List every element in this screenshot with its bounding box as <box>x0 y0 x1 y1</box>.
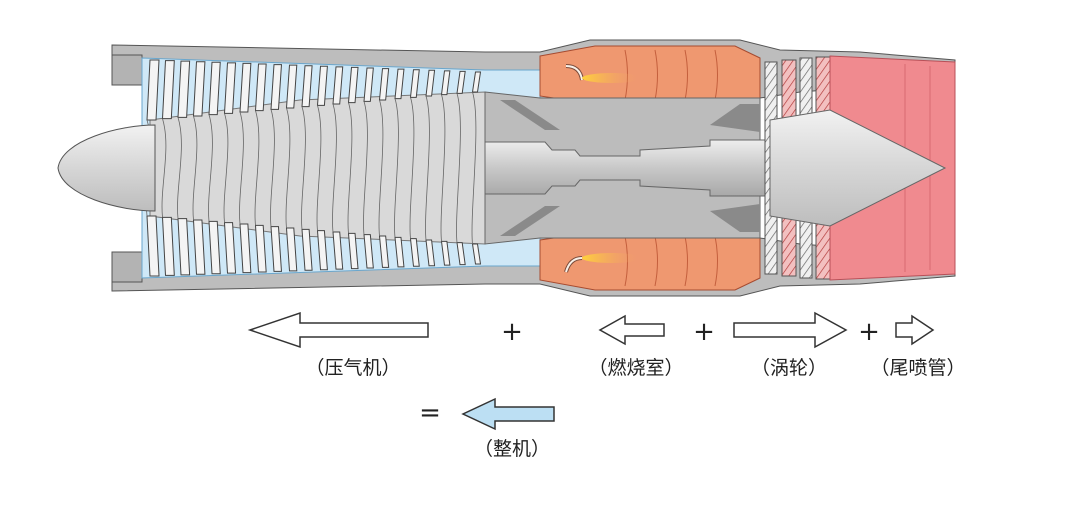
compressor-blade <box>223 62 237 114</box>
compressor-blade <box>161 60 175 120</box>
compressor-blade <box>192 61 206 117</box>
compressor-blade <box>301 65 313 108</box>
compressor-blade <box>394 68 405 100</box>
compressor-blades <box>146 59 482 277</box>
compressor-blade <box>177 218 191 276</box>
nose-cone <box>57 124 156 212</box>
compressor-blade <box>254 63 267 112</box>
nozzle-arrow <box>895 314 935 346</box>
compressor-blade <box>285 64 298 109</box>
compressor-disc-line <box>208 114 213 222</box>
compressor-disc-line <box>316 105 322 231</box>
combustor-top <box>539 45 761 105</box>
compressor-blade <box>347 232 359 270</box>
compressor-blade <box>425 69 436 97</box>
compressor-blade <box>363 234 374 269</box>
compressor-disc-line <box>270 109 275 227</box>
inlet-ring-bottom <box>111 251 143 283</box>
compressor-disc-line <box>425 95 430 241</box>
compressor-blade <box>239 62 252 113</box>
compressor-blade <box>332 231 344 270</box>
compressor-blade <box>285 227 298 272</box>
compressor-disc-line <box>363 101 368 235</box>
diffuser-strut-bottom <box>500 206 560 236</box>
compressor-blade <box>456 242 466 266</box>
engine-body <box>57 39 956 297</box>
compressor-blade <box>378 235 390 268</box>
label-compressor: （压气机） <box>305 357 400 379</box>
label-nozzle: （尾喷管） <box>870 357 965 379</box>
compressor-disc-line <box>409 97 415 239</box>
compressor-blade <box>394 236 405 268</box>
turbine-arrow <box>733 311 848 349</box>
compressor-disc-line <box>471 91 477 245</box>
compressor-disc-line <box>440 94 446 242</box>
compressor-blade <box>332 66 344 105</box>
compressor-blade <box>425 239 436 267</box>
compressor-blade <box>301 228 313 271</box>
compressor-arrow <box>247 311 429 349</box>
turbine-strut-bottom <box>710 204 760 232</box>
diffuser-strut-top <box>500 100 560 130</box>
compressor-disc-line <box>378 99 384 237</box>
compressor-disc-line <box>254 110 260 226</box>
equals-sign: = <box>419 398 441 428</box>
label-whole: （整机） <box>474 438 550 460</box>
compressor-disc-line <box>161 118 167 218</box>
inlet-ring-top <box>111 54 143 86</box>
compressor-blade <box>440 240 451 266</box>
fuel-injector-bottom <box>564 253 642 273</box>
compressor-blade <box>177 60 191 118</box>
compressor-blade <box>456 70 466 94</box>
turbine-strut-top <box>710 104 760 132</box>
compressor-blade <box>239 223 252 274</box>
compressor-disc-line <box>192 115 198 221</box>
compressor-disc-line <box>456 93 461 243</box>
plus-sign-3: + <box>858 317 880 347</box>
compressor-blade <box>378 68 390 101</box>
compressor-blade <box>208 220 221 275</box>
compressor-blade <box>161 216 175 276</box>
compressor-blade <box>409 69 420 98</box>
compressor-disc-line <box>394 98 399 238</box>
whole-engine-arrow <box>461 397 555 431</box>
compressor-disc-line <box>239 111 244 225</box>
compressor-blade <box>208 61 221 116</box>
compressor-blade <box>223 222 237 274</box>
compressor-disc-line <box>332 103 337 233</box>
compressor-blade <box>270 64 283 110</box>
compressor-blade <box>316 65 328 106</box>
compressor-blade <box>409 238 420 267</box>
plus-sign-1: + <box>501 317 523 347</box>
label-combustor: （燃烧室） <box>588 357 683 379</box>
compressor-disc-line <box>301 106 306 230</box>
compressor-blade <box>146 59 160 121</box>
exhaust-cone <box>769 109 947 227</box>
compressor-blade <box>363 67 374 102</box>
compressor-disc-line <box>223 113 229 223</box>
label-turbine: （涡轮） <box>751 357 827 379</box>
combustor-arrow <box>598 314 665 346</box>
compressor-blade <box>471 243 482 265</box>
fuel-injector-top <box>565 64 642 83</box>
compressor-disc-line <box>285 107 291 229</box>
compressor-disc-line <box>177 117 182 219</box>
plus-sign-2: + <box>693 317 715 347</box>
compressor-blade <box>146 215 160 277</box>
compressor-blade <box>440 70 451 96</box>
compressor-blade <box>347 66 359 104</box>
compressor-blade <box>316 230 328 271</box>
compressor-blade <box>254 224 267 273</box>
compressor-blade <box>192 219 206 275</box>
compressor-disc-line <box>347 102 353 234</box>
compressor-blade <box>270 226 283 272</box>
compressor-blade <box>471 71 482 93</box>
